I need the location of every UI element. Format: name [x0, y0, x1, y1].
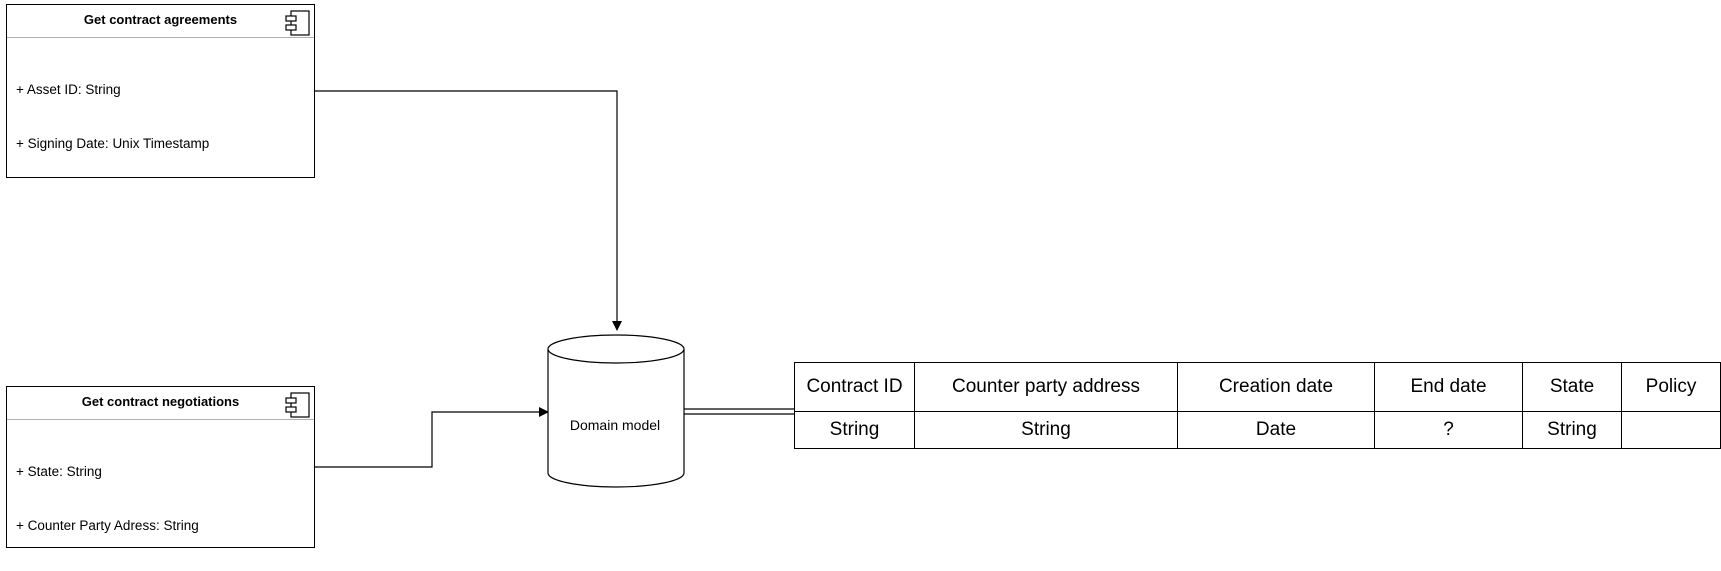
domain-model-database — [547, 334, 685, 488]
table-row: String String Date ? String — [794, 411, 1721, 449]
table-header-cell: Creation date — [1177, 362, 1375, 412]
table-cell: String — [1522, 411, 1622, 449]
negotiations-to-db-connector — [315, 407, 549, 468]
table-header-cell: Contract ID — [794, 362, 915, 412]
component-title: Get contract negotiations — [7, 387, 314, 420]
table-cell: String — [794, 411, 915, 449]
component-icon — [285, 10, 310, 36]
diagram-canvas — [315, 90, 794, 488]
table-cell: Date — [1177, 411, 1375, 449]
component-title: Get contract agreements — [7, 5, 314, 38]
attribute-signing-date: + Signing Date: Unix Timestamp — [16, 136, 210, 151]
attribute-list: + Asset ID: String + Signing Date: Unix … — [16, 45, 209, 189]
table-cell: ? — [1374, 411, 1523, 449]
component-icon — [285, 392, 310, 418]
table-cell — [1621, 411, 1721, 449]
table-header-cell: End date — [1374, 362, 1523, 412]
database-label: Domain model — [569, 417, 661, 433]
attribute-asset-id: + Asset ID: String — [16, 82, 121, 97]
agreements-to-db-connector — [315, 90, 622, 331]
table-header-cell: Counter party address — [914, 362, 1178, 412]
component-get-contract-negotiations[interactable]: Get contract negotiations + State: Strin… — [6, 386, 315, 548]
attribute-counter-party-adress: + Counter Party Adress: String — [16, 518, 199, 533]
attribute-list: + State: String + Counter Party Adress: … — [16, 427, 199, 571]
table-header-row: Contract ID Counter party address Creati… — [794, 362, 1721, 412]
component-get-contract-agreements[interactable]: Get contract agreements + Asset ID: Stri… — [6, 4, 315, 178]
domain-model-table: Contract ID Counter party address Creati… — [794, 362, 1721, 449]
table-header-cell: State — [1522, 362, 1622, 412]
table-header-cell: Policy — [1621, 362, 1721, 412]
attribute-state: + State: String — [16, 464, 102, 479]
table-cell: String — [914, 411, 1178, 449]
